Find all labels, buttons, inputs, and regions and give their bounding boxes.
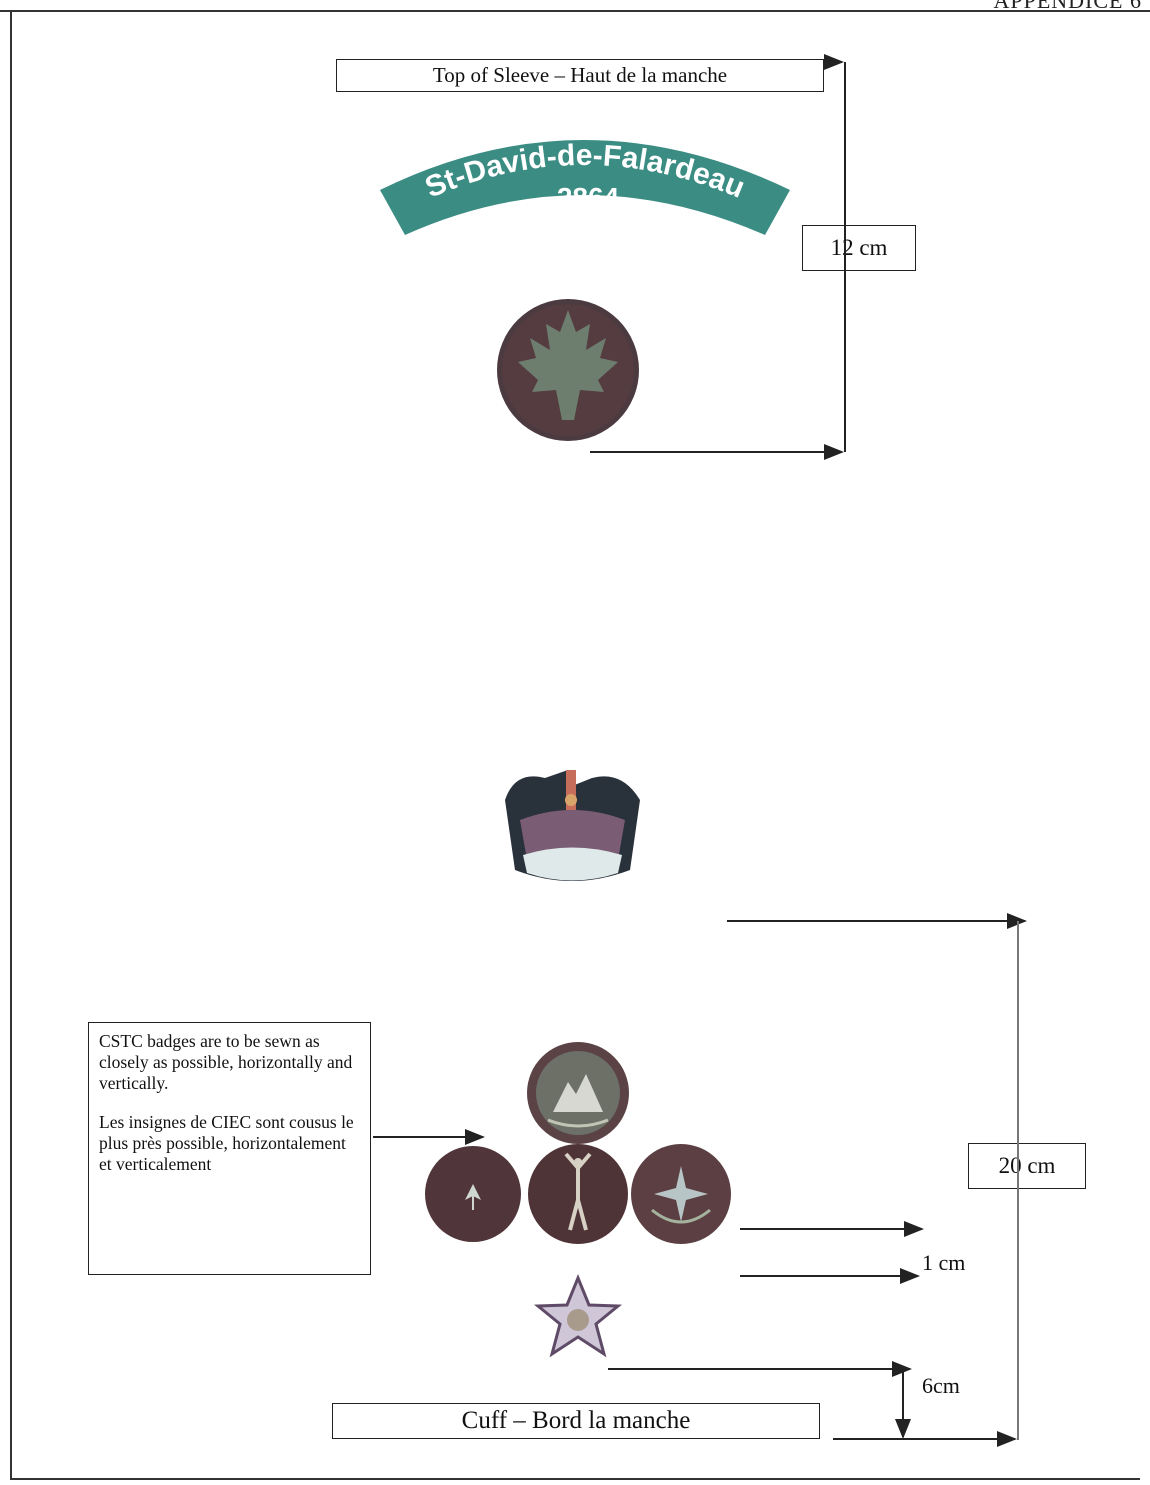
unit-flash: St-David-de-Falardeau 2864 (380, 139, 790, 235)
star-burst-icon (654, 1166, 708, 1222)
dimension-1cm-label: 1 cm (922, 1250, 966, 1275)
figure-icon (564, 1152, 592, 1231)
dimension-12cm-box: 12 cm (802, 225, 916, 271)
star-badge (533, 1274, 623, 1358)
badge-placement-note: CSTC badges are to be sewn as closely as… (88, 1022, 371, 1275)
flash-line2: 2864 (557, 182, 620, 213)
mountain-icon (553, 1074, 603, 1112)
frame-top-line (0, 10, 1150, 12)
note-english: CSTC badges are to be sewn as closely as… (99, 1031, 353, 1093)
dimension-12cm-text: 12 cm (830, 235, 888, 260)
maple-leaf-badge (497, 299, 639, 441)
cuff-text: Cuff – Bord la manche (461, 1407, 691, 1434)
maple-leaf-icon (518, 310, 618, 420)
dimension-20cm-box: 20 cm (968, 1143, 1086, 1189)
arrowhead-badge (425, 1146, 521, 1242)
dimension-20cm-text: 20 cm (998, 1153, 1056, 1178)
appendix-header: APPENDICE 6 (993, 0, 1142, 13)
frame-left-line (10, 10, 12, 1480)
top-bracket (590, 54, 846, 460)
top-of-sleeve-text: Top of Sleeve – Haut de la manche (432, 63, 728, 87)
cuff-label: Cuff – Bord la manche (332, 1403, 820, 1439)
star-wreath-badge (631, 1144, 731, 1244)
crown-badge (505, 770, 640, 881)
dimension-6cm-label: 6cm (922, 1373, 960, 1398)
arrowhead-icon (465, 1184, 481, 1200)
frame-bottom-line (10, 1478, 1140, 1480)
top-of-sleeve-label: Top of Sleeve – Haut de la manche (336, 59, 824, 92)
lower-bracket (373, 913, 1027, 1447)
mountain-wreath-badge (527, 1042, 629, 1144)
note-french: Les insignes de CIEC sont cousus le plus… (99, 1112, 354, 1174)
figure-badge (528, 1144, 628, 1244)
